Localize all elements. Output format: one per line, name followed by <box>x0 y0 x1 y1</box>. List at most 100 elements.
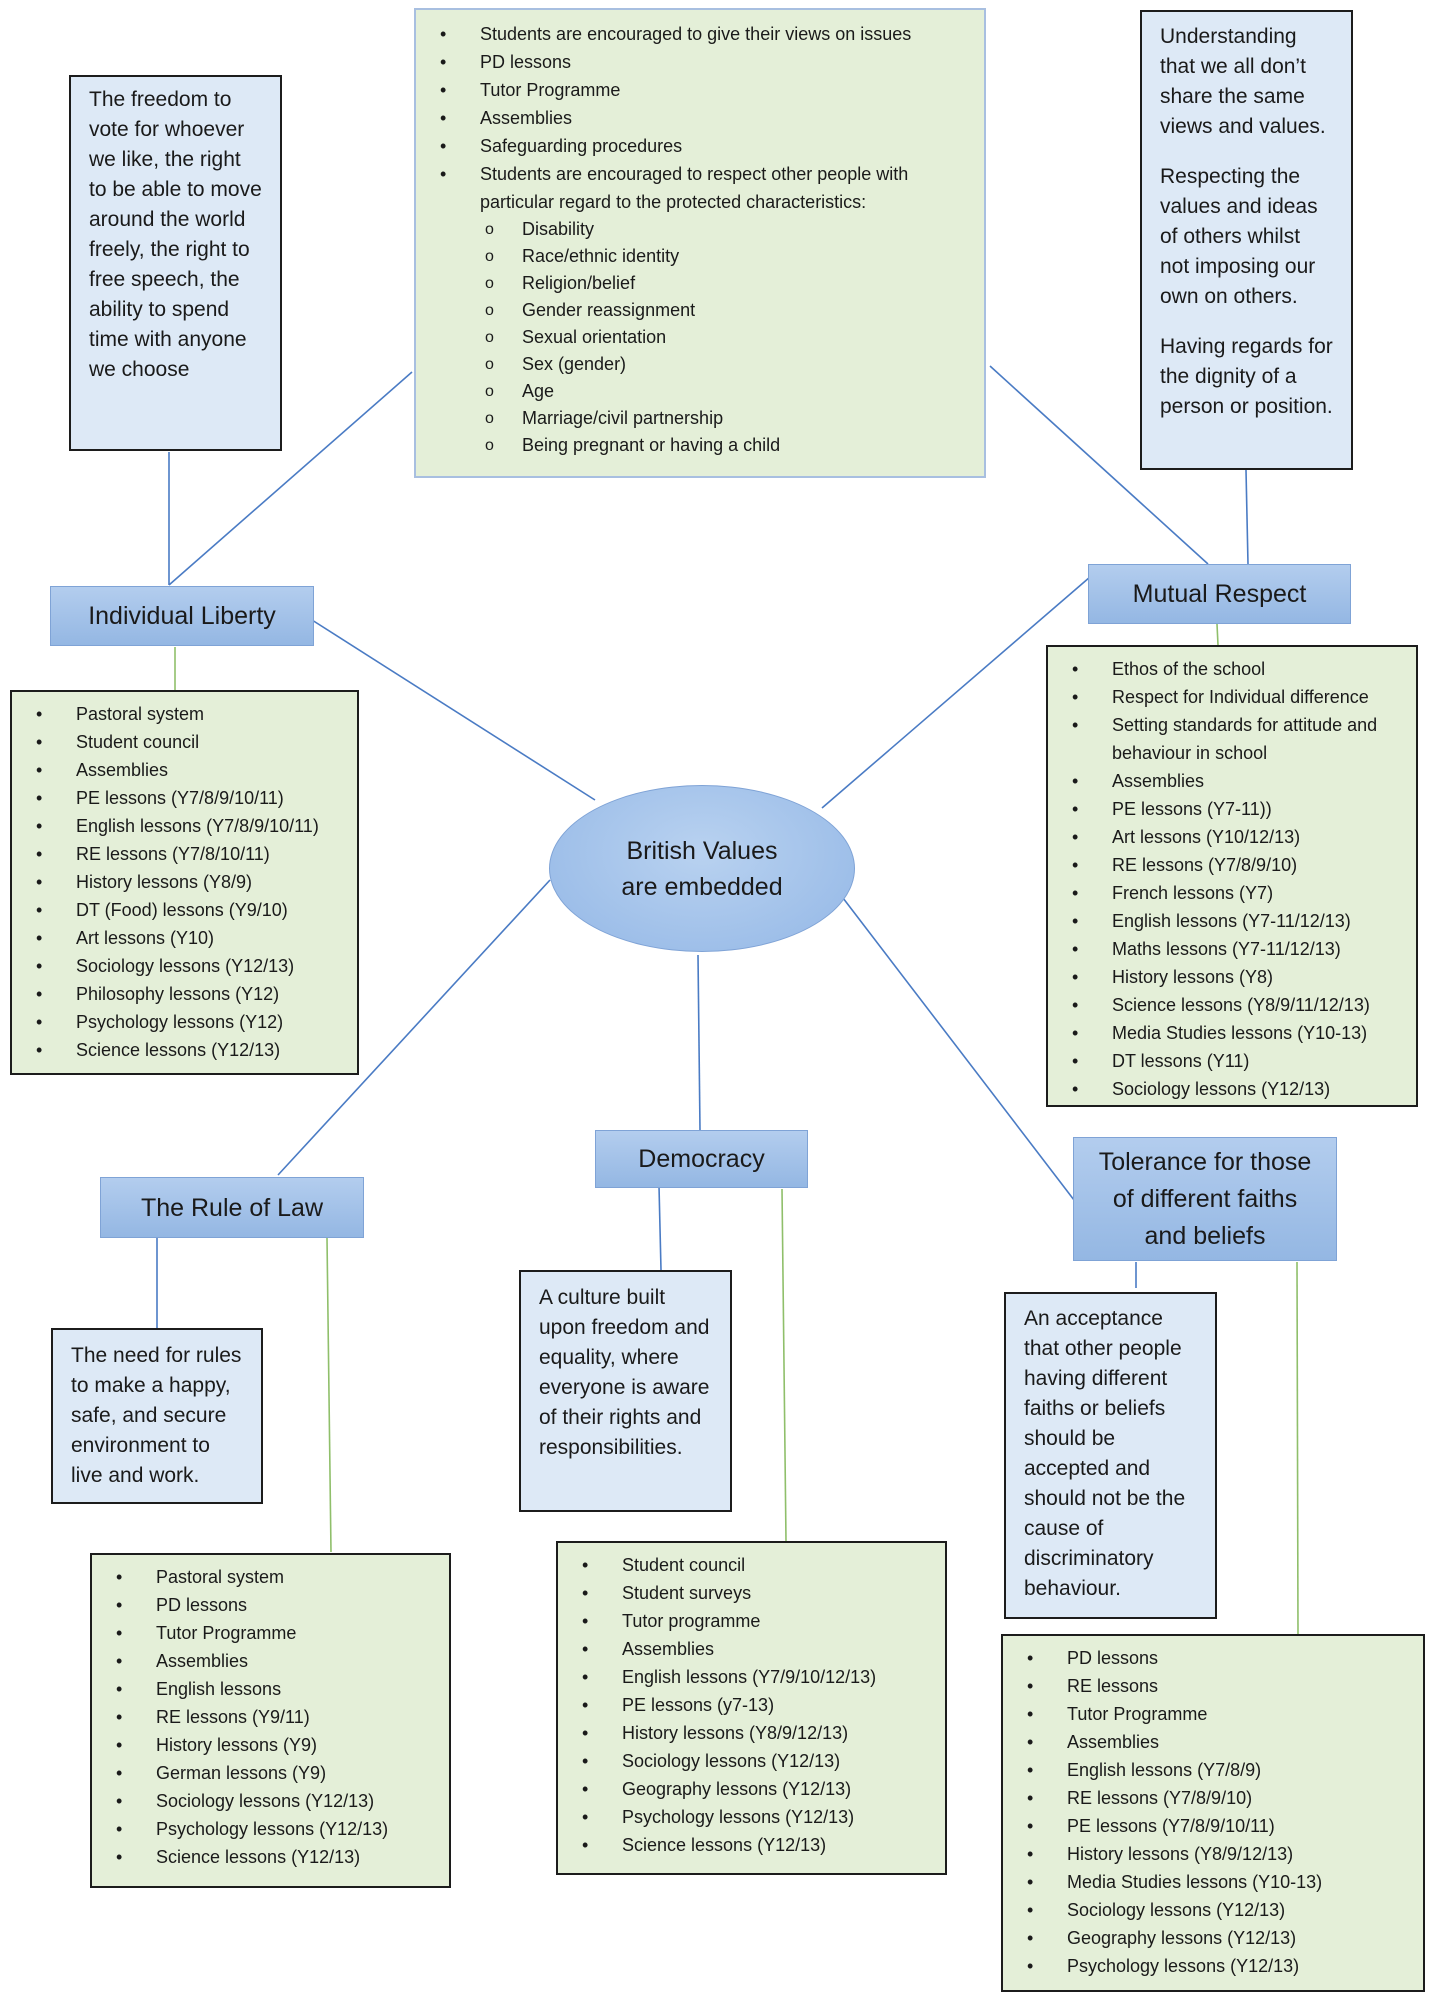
democracy-activity-item: History lessons (Y8/9/12/13) <box>572 1719 935 1747</box>
respect-definition-3: Having regards for the dignity of a pers… <box>1160 335 1333 418</box>
democracy-activity-item: Psychology lessons (Y12/13) <box>572 1803 935 1831</box>
democracy-activities-list: Student councilStudent surveysTutor prog… <box>572 1551 935 1859</box>
tolerance-activity-item: RE lessons (Y7/8/9/10) <box>1017 1784 1413 1812</box>
law-activity-item: History lessons (Y9) <box>106 1731 439 1759</box>
respect-activity-item: History lessons (Y8) <box>1062 963 1406 991</box>
top-activity-item: Tutor Programme <box>430 76 974 104</box>
democracy-activity-item: Sociology lessons (Y12/13) <box>572 1747 935 1775</box>
protected-characteristic-item: Sexual orientation <box>430 324 974 351</box>
liberty-activity-item: History lessons (Y8/9) <box>26 868 347 896</box>
respect-activity-item: Sociology lessons (Y12/13) <box>1062 1075 1406 1103</box>
tolerance-definition-box: An acceptance that other people having d… <box>1004 1292 1217 1619</box>
respect-definition-1: Understanding that we all don’t share th… <box>1160 25 1326 138</box>
tolerance-activity-item: Geography lessons (Y12/13) <box>1017 1924 1413 1952</box>
tolerance-activity-item: RE lessons <box>1017 1672 1413 1700</box>
heading-tolerance: Tolerance for those of different faiths … <box>1073 1137 1337 1261</box>
heading-tolerance-line-3: and beliefs <box>1144 1221 1266 1250</box>
law-activity-item: PD lessons <box>106 1591 439 1619</box>
liberty-activity-item: Art lessons (Y10) <box>26 924 347 952</box>
law-activity-item: RE lessons (Y9/11) <box>106 1703 439 1731</box>
liberty-activity-item: Science lessons (Y12/13) <box>26 1036 347 1064</box>
tolerance-activities-box: PD lessonsRE lessonsTutor ProgrammeAssem… <box>1001 1634 1425 1992</box>
heading-tolerance-line-2: of different faiths <box>1112 1184 1298 1213</box>
law-activity-item: Tutor Programme <box>106 1619 439 1647</box>
protected-characteristic-item: Being pregnant or having a child <box>430 432 974 459</box>
liberty-activity-item: RE lessons (Y7/8/10/11) <box>26 840 347 868</box>
law-activity-item: Science lessons (Y12/13) <box>106 1843 439 1871</box>
center-british-values: British Values are embedded <box>549 785 855 952</box>
protected-characteristic-item: Disability <box>430 216 974 243</box>
democracy-activity-item: Science lessons (Y12/13) <box>572 1831 935 1859</box>
democracy-activity-item: Student council <box>572 1551 935 1579</box>
tolerance-activities-list: PD lessonsRE lessonsTutor ProgrammeAssem… <box>1017 1644 1413 1980</box>
tolerance-activity-item: Assemblies <box>1017 1728 1413 1756</box>
respect-activity-item: PE lessons (Y7-11)) <box>1062 795 1406 823</box>
law-definition-text: The need for rules to make a happy, safe… <box>71 1344 242 1487</box>
protected-characteristic-item: Gender reassignment <box>430 297 974 324</box>
top-activity-item: PD lessons <box>430 48 974 76</box>
law-activity-item: Pastoral system <box>106 1563 439 1591</box>
law-definition-box: The need for rules to make a happy, safe… <box>51 1328 263 1504</box>
respect-activity-item: English lessons (Y7-11/12/13) <box>1062 907 1406 935</box>
heading-rule-of-law: The Rule of Law <box>100 1177 364 1238</box>
protected-characteristic-item: Race/ethnic identity <box>430 243 974 270</box>
top-activity-item: Students are encouraged to give their vi… <box>430 20 974 48</box>
law-activities-box: Pastoral systemPD lessonsTutor Programme… <box>90 1553 451 1888</box>
liberty-activity-item: Philosophy lessons (Y12) <box>26 980 347 1008</box>
protected-characteristic-item: Religion/belief <box>430 270 974 297</box>
top-activity-item: Assemblies <box>430 104 974 132</box>
liberty-activity-item: Pastoral system <box>26 700 347 728</box>
protected-characteristic-item: Sex (gender) <box>430 351 974 378</box>
liberty-activities-box: Pastoral systemStudent councilAssemblies… <box>10 690 359 1075</box>
law-activity-item: German lessons (Y9) <box>106 1759 439 1787</box>
liberty-activity-item: English lessons (Y7/8/9/10/11) <box>26 812 347 840</box>
respect-activity-item: RE lessons (Y7/8/9/10) <box>1062 851 1406 879</box>
top-activity-item: Safeguarding procedures <box>430 132 974 160</box>
respect-activity-item: Setting standards for attitude and behav… <box>1062 711 1406 767</box>
respect-activity-item: Media Studies lessons (Y10-13) <box>1062 1019 1406 1047</box>
respect-activity-item: French lessons (Y7) <box>1062 879 1406 907</box>
tolerance-activity-item: PE lessons (Y7/8/9/10/11) <box>1017 1812 1413 1840</box>
heading-democracy: Democracy <box>595 1130 808 1188</box>
heading-mutual-respect: Mutual Respect <box>1088 564 1351 624</box>
liberty-activity-item: Student council <box>26 728 347 756</box>
respect-definition-2: Respecting the values and ideas of other… <box>1160 165 1318 308</box>
democracy-activity-item: Assemblies <box>572 1635 935 1663</box>
protected-characteristic-item: Age <box>430 378 974 405</box>
democracy-activity-item: English lessons (Y7/9/10/12/13) <box>572 1663 935 1691</box>
respect-definition-box: Understanding that we all don’t share th… <box>1140 10 1353 470</box>
law-activity-item: English lessons <box>106 1675 439 1703</box>
tolerance-activity-item: English lessons (Y7/8/9) <box>1017 1756 1413 1784</box>
respect-activities-list: Ethos of the schoolRespect for Individua… <box>1062 655 1406 1103</box>
tolerance-activity-item: Tutor Programme <box>1017 1700 1413 1728</box>
democracy-definition-text: A culture built upon freedom and equalit… <box>539 1286 710 1459</box>
respect-activity-item: Assemblies <box>1062 767 1406 795</box>
liberty-activity-item: Sociology lessons (Y12/13) <box>26 952 347 980</box>
top-activities-box: Students are encouraged to give their vi… <box>414 8 986 478</box>
respect-activity-item: DT lessons (Y11) <box>1062 1047 1406 1075</box>
democracy-activity-item: PE lessons (y7-13) <box>572 1691 935 1719</box>
law-activity-item: Psychology lessons (Y12/13) <box>106 1815 439 1843</box>
liberty-activity-item: Assemblies <box>26 756 347 784</box>
tolerance-activity-item: Media Studies lessons (Y10-13) <box>1017 1868 1413 1896</box>
respect-activity-item: Maths lessons (Y7-11/12/13) <box>1062 935 1406 963</box>
democracy-definition-box: A culture built upon freedom and equalit… <box>519 1270 732 1512</box>
respect-activity-item: Science lessons (Y8/9/11/12/13) <box>1062 991 1406 1019</box>
tolerance-activity-item: History lessons (Y8/9/12/13) <box>1017 1840 1413 1868</box>
respect-activity-item: Art lessons (Y10/12/13) <box>1062 823 1406 851</box>
law-activity-item: Sociology lessons (Y12/13) <box>106 1787 439 1815</box>
respect-activity-item: Respect for Individual difference <box>1062 683 1406 711</box>
liberty-activity-item: PE lessons (Y7/8/9/10/11) <box>26 784 347 812</box>
liberty-activities-list: Pastoral systemStudent councilAssemblies… <box>26 700 347 1064</box>
protected-characteristics-list: DisabilityRace/ethnic identityReligion/b… <box>430 216 974 459</box>
respect-activity-item: Ethos of the school <box>1062 655 1406 683</box>
liberty-definition-box: The freedom to vote for whoever we like,… <box>69 75 282 451</box>
law-activities-list: Pastoral systemPD lessonsTutor Programme… <box>106 1563 439 1871</box>
liberty-activity-item: Psychology lessons (Y12) <box>26 1008 347 1036</box>
protected-characteristic-item: Marriage/civil partnership <box>430 405 974 432</box>
law-activity-item: Assemblies <box>106 1647 439 1675</box>
tolerance-activity-item: Psychology lessons (Y12/13) <box>1017 1952 1413 1980</box>
democracy-activities-box: Student councilStudent surveysTutor prog… <box>556 1541 947 1875</box>
center-line-2: are embedded <box>621 872 783 901</box>
